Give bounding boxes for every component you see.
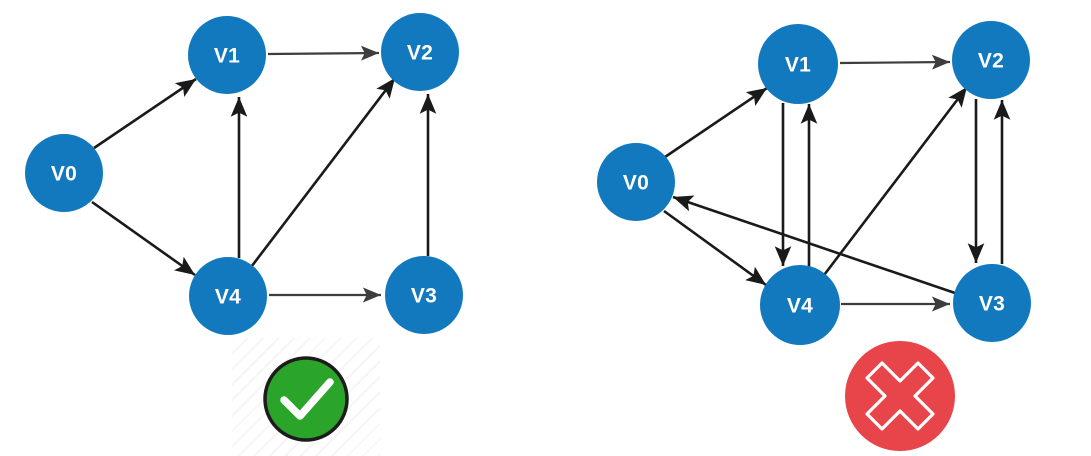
acyclic-graph-svg: V0 V1 V2 V4 V3 [25, 13, 463, 442]
node-v3-circle[interactable] [953, 264, 1031, 342]
node-v3[interactable]: V3 [953, 264, 1031, 342]
edge-v4-v2 [243, 77, 397, 276]
invalid-verdict-badge[interactable] [845, 341, 955, 451]
acyclic-graph-panel: V0 V1 V2 V4 V3 [25, 13, 463, 442]
edge-v1-v2 [267, 45, 380, 61]
node-group: V0 V1 V2 V4 V3 [25, 13, 463, 335]
node-v4-label: V4 [787, 295, 813, 318]
node-v0-circle[interactable] [597, 143, 675, 221]
node-v2-circle[interactable] [952, 21, 1030, 99]
node-v2[interactable]: V2 [952, 21, 1030, 99]
edge-group [663, 54, 1011, 312]
valid-verdict-badge[interactable] [263, 356, 349, 442]
node-v0-circle[interactable] [25, 134, 103, 212]
node-v4[interactable]: V4 [760, 265, 840, 345]
edge-v1-v2 [839, 54, 951, 70]
node-v2-label: V2 [407, 42, 433, 65]
node-v0[interactable]: V0 [25, 134, 103, 212]
node-v1-circle[interactable] [188, 16, 266, 94]
edge-v0-v4 [663, 209, 767, 287]
cyclic-graph-panel: V0 V1 V2 V4 V3 [546, 0, 1091, 456]
node-v1[interactable]: V1 [758, 24, 838, 104]
edge-v0-v1 [664, 86, 768, 159]
check-icon [280, 378, 334, 420]
cross-icon [865, 361, 935, 431]
node-v4-circle[interactable] [189, 257, 267, 335]
edge-group [91, 45, 437, 303]
node-group: V0 V1 V2 V4 V3 [597, 21, 1031, 345]
node-v0-label: V0 [51, 163, 77, 186]
node-v2-label: V2 [978, 50, 1004, 73]
node-v3[interactable]: V3 [385, 256, 463, 334]
edge-v3-v0 [672, 195, 956, 295]
edge-v0-v4 [91, 200, 196, 277]
node-v3-label: V3 [979, 293, 1005, 316]
node-v1[interactable]: V1 [188, 16, 266, 94]
node-v3-circle[interactable] [385, 256, 463, 334]
node-v0[interactable]: V0 [597, 143, 675, 221]
edge-v4-v2 [816, 86, 969, 284]
node-v1-label: V1 [785, 54, 811, 77]
node-v1-circle[interactable] [758, 24, 838, 104]
check-icon-background [263, 356, 349, 442]
node-v2-circle[interactable] [381, 13, 459, 91]
node-v4-label: V4 [215, 286, 241, 309]
node-v3-label: V3 [411, 285, 437, 308]
node-v2[interactable]: V2 [381, 13, 459, 91]
node-v4-circle[interactable] [760, 265, 840, 345]
node-v4[interactable]: V4 [189, 257, 267, 335]
node-v0-label: V0 [623, 172, 649, 195]
cyclic-graph-svg: V0 V1 V2 V4 V3 [597, 21, 1031, 451]
edge-v0-v1 [93, 77, 197, 150]
node-v1-label: V1 [214, 45, 240, 68]
